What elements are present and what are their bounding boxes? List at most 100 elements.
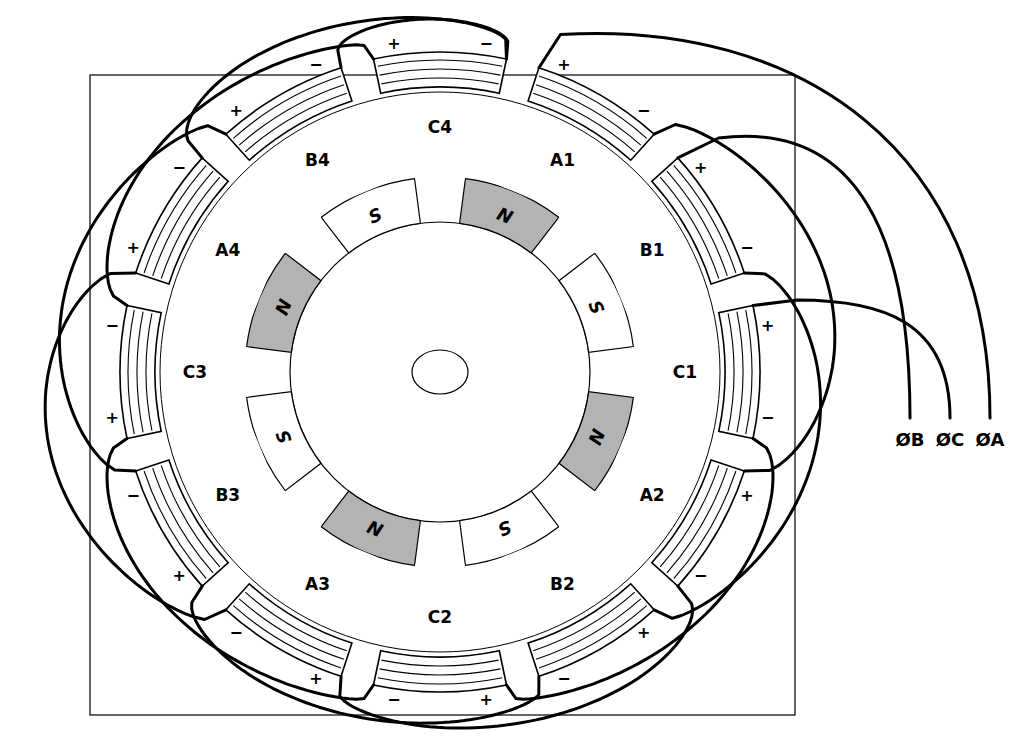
pole-letter: N	[584, 426, 609, 448]
coil-winding	[374, 651, 507, 692]
rotor-magnet: S	[318, 172, 432, 258]
rotor-magnet: S	[554, 250, 640, 364]
coil-winding	[136, 460, 229, 586]
coil-group	[120, 52, 760, 692]
coil-turn	[144, 471, 206, 579]
winding-wire	[107, 45, 374, 306]
coil-label: B4	[305, 151, 330, 168]
coil-turn	[380, 69, 501, 75]
coil-turn	[533, 592, 635, 651]
coil-label: C3	[183, 364, 207, 381]
coil-turn	[667, 171, 727, 276]
coil-winding	[652, 460, 745, 586]
coil-turn	[746, 310, 752, 434]
phase-terminal: ØA	[976, 431, 1005, 449]
polarity-mark: −	[126, 488, 139, 504]
shaft	[412, 350, 468, 394]
coil-turn	[239, 599, 344, 659]
magnet-text-holder: S	[448, 486, 562, 572]
phase-terminal: ØB	[895, 431, 924, 449]
coil-winding	[374, 52, 507, 93]
coil-turn	[381, 78, 498, 84]
rotor-magnet: N	[318, 486, 432, 572]
pole-letter: S	[495, 516, 515, 540]
polarity-mark: −	[105, 318, 118, 334]
polarity-mark: +	[105, 410, 118, 426]
polarity-mark: +	[761, 318, 774, 334]
coil-winding	[226, 68, 352, 161]
polarity-mark: −	[387, 692, 400, 708]
polarity-mark: −	[172, 160, 185, 176]
magnet-text-holder: N	[240, 250, 326, 364]
magnet-outline	[449, 172, 562, 257]
polarity-mark: +	[229, 103, 242, 119]
polarity-mark: −	[637, 103, 650, 119]
coil-turn	[153, 468, 213, 573]
polarity-mark: +	[479, 692, 492, 708]
magnet-outline	[240, 381, 325, 494]
coil-turn	[378, 60, 502, 66]
phase-terminal: ØC	[936, 431, 965, 449]
polarity-mark: +	[126, 240, 139, 256]
magnet-outline	[555, 381, 640, 494]
polarity-mark: +	[637, 625, 650, 641]
coil-label: C1	[673, 364, 697, 381]
rotor-magnet: N	[554, 380, 640, 494]
coil-label: A3	[305, 576, 330, 593]
coil-turn	[153, 171, 213, 276]
winding-wire	[107, 439, 374, 700]
winding-wire	[338, 19, 508, 68]
magnet-outline	[555, 251, 640, 364]
polarity-mark: +	[694, 160, 707, 176]
winding-wire	[678, 136, 910, 418]
coil-label: B1	[640, 241, 665, 258]
coil-winding	[652, 158, 745, 284]
rotor-magnet: S	[448, 486, 562, 572]
pole-letter: S	[365, 203, 385, 227]
coil-winding	[528, 584, 654, 677]
coil-turn	[536, 85, 641, 145]
coil-turn	[161, 177, 220, 279]
magnet-text-holder: S	[554, 250, 640, 364]
coil-winding	[226, 584, 352, 677]
magnet-outline	[319, 172, 432, 257]
coil-turn	[233, 606, 341, 668]
winding-wire	[539, 33, 990, 418]
rotor-magnet: S	[240, 380, 326, 494]
coil-label: C2	[428, 609, 452, 626]
coil-turn	[233, 76, 341, 138]
coil-label: A4	[215, 241, 240, 258]
pole-letter: N	[364, 516, 386, 541]
magnet-text-holder: N	[554, 380, 640, 494]
rotor-magnet: N	[240, 250, 326, 364]
winding-wire	[59, 126, 226, 471]
magnet-outline	[240, 251, 325, 364]
winding-wire	[507, 439, 774, 700]
polarity-mark: +	[172, 568, 185, 584]
winding-wire	[654, 125, 835, 471]
coil-label: C4	[428, 119, 452, 136]
coil-turn	[378, 678, 502, 684]
coil-winding	[136, 158, 229, 284]
winding-wire	[654, 273, 821, 618]
coil-turn	[737, 312, 743, 433]
coil-turn	[660, 177, 719, 279]
coil-label: A1	[550, 151, 575, 168]
coil-turn	[381, 660, 498, 666]
polarity-mark: −	[761, 410, 774, 426]
polarity-mark: −	[740, 240, 753, 256]
winding-wire	[192, 586, 539, 723]
coil-turn	[728, 313, 734, 430]
polarity-mark: +	[740, 488, 753, 504]
coil-turn	[536, 599, 641, 659]
magnet-outline	[319, 487, 432, 572]
coil-turn	[539, 606, 647, 668]
coil-turn	[239, 85, 344, 145]
coil-label: B3	[215, 486, 240, 503]
coil-turn	[128, 310, 134, 434]
pole-letter: N	[271, 296, 296, 318]
wire-group	[45, 18, 990, 728]
polarity-mark: −	[694, 568, 707, 584]
magnet-outline	[449, 487, 562, 572]
